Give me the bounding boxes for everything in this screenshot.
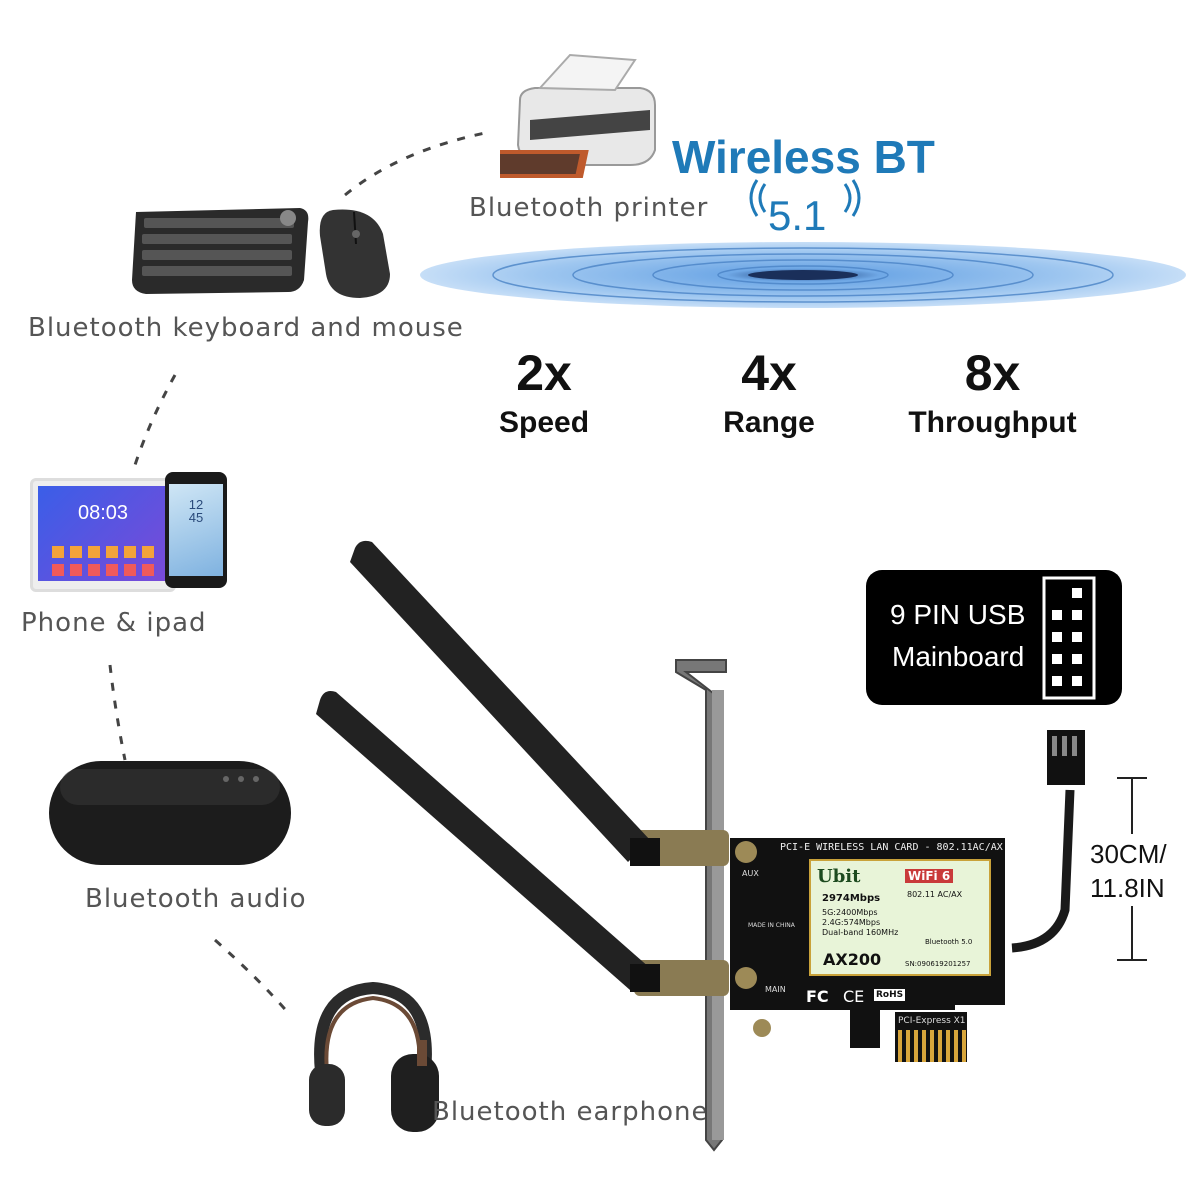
tablet-clock: 08:03	[77, 502, 129, 524]
card-label	[809, 859, 991, 976]
stat-speed-value: 2x	[516, 345, 572, 401]
stat-throughput: 8x Throughput	[890, 348, 1095, 440]
usb-header-box: 9 PIN USB Mainboard	[866, 570, 1122, 705]
tablet-icon: 08:03	[30, 478, 176, 592]
page-title: Wireless BT	[672, 131, 935, 183]
usb-pin-icon	[1042, 576, 1096, 700]
signal-disc	[420, 242, 1186, 308]
card-aux-label: AUX	[742, 869, 759, 878]
card-std: 802.11 AC/AX	[907, 890, 963, 899]
card-bt: Bluetooth 5.0	[925, 938, 973, 946]
keyboard-mouse-label: Bluetooth keyboard and mouse	[28, 313, 464, 343]
wifi-card-illustration	[316, 540, 1085, 1152]
card-brand: Ubit	[817, 866, 861, 887]
stat-range: 4x Range	[695, 348, 843, 440]
stat-speed: 2x Speed	[470, 348, 618, 440]
stat-range-label: Range	[723, 406, 815, 439]
stat-throughput-value: 8x	[964, 345, 1021, 401]
printer-icon	[500, 53, 656, 178]
arc-keyboard-phone	[133, 374, 177, 466]
signal-waves-icon	[749, 179, 861, 217]
phone-clock: 12 45	[188, 497, 204, 525]
cable-length-line1: 30CM/	[1090, 839, 1167, 869]
arc-phone-audio	[108, 664, 127, 761]
length-bracket	[1117, 777, 1147, 961]
printer-label: Bluetooth printer	[469, 193, 709, 223]
card-slot-label: PCI-Express X1	[898, 1016, 966, 1026]
earphone-label: Bluetooth earphone	[432, 1097, 709, 1127]
usb-box-line1: 9 PIN USB	[890, 599, 1026, 630]
card-speed: 2974Mbps	[822, 893, 881, 904]
antenna-main	[316, 691, 650, 990]
card-rohs-mark: RoHS	[874, 989, 906, 1001]
cable-length-line2: 11.8IN	[1090, 873, 1165, 903]
headphones-icon	[309, 982, 439, 1132]
stat-range-value: 4x	[741, 345, 797, 401]
card-header-text: PCI-E WIRELESS LAN CARD - 802.11AC/AX	[780, 842, 1003, 853]
phone-ipad-label: Phone & ipad	[21, 608, 207, 638]
card-dual: Dual-band 160MHz	[822, 928, 899, 937]
card-band5: 5G:2400Mbps	[822, 908, 878, 917]
card-fc-mark: FC	[806, 987, 829, 1006]
usb-cable	[1011, 789, 1075, 953]
audio-label: Bluetooth audio	[85, 884, 307, 914]
card-serial: SN:090619201257	[905, 960, 971, 968]
keyboard-mouse-icon	[132, 208, 390, 298]
card-main-label: MAIN	[765, 985, 786, 994]
stat-speed-label: Speed	[498, 406, 590, 439]
stat-throughput-label: Throughput	[908, 406, 1077, 439]
antenna-aux	[350, 540, 650, 862]
phone-icon: 12 45	[165, 472, 227, 588]
usb-box-line2: Mainboard	[892, 641, 1025, 672]
card-ce-mark: CE	[843, 987, 865, 1006]
card-band24: 2.4G:574Mbps	[822, 918, 881, 927]
speaker-icon	[49, 761, 291, 865]
bt-version: 5.1	[768, 192, 827, 239]
card-wifi6-badge: WiFi 6	[905, 869, 954, 883]
arc-printer-keyboard	[344, 130, 491, 197]
phone-screen: 12 45	[169, 484, 223, 576]
arc-audio-earphone	[214, 938, 292, 1016]
card-model: AX200	[823, 950, 882, 969]
card-made-in: MADE IN CHINA	[748, 922, 795, 929]
tablet-screen: 08:03	[38, 486, 168, 581]
